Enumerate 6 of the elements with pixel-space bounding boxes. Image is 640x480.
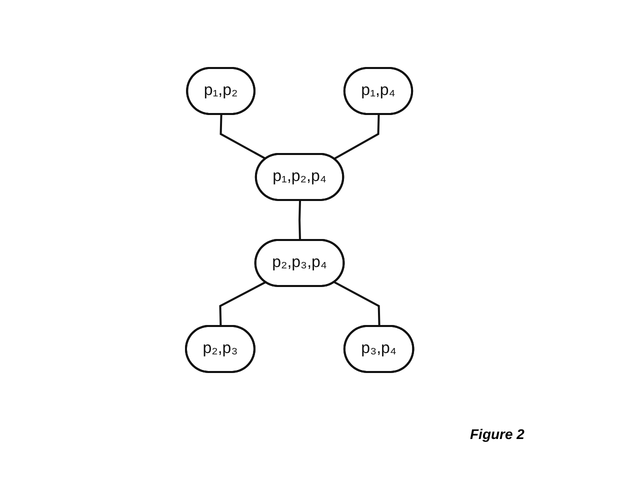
connector — [220, 281, 266, 327]
connector — [220, 114, 267, 160]
connector — [334, 281, 381, 327]
figure-caption: Figure 2 — [470, 426, 524, 442]
connector — [298, 200, 302, 241]
connector — [334, 114, 380, 160]
